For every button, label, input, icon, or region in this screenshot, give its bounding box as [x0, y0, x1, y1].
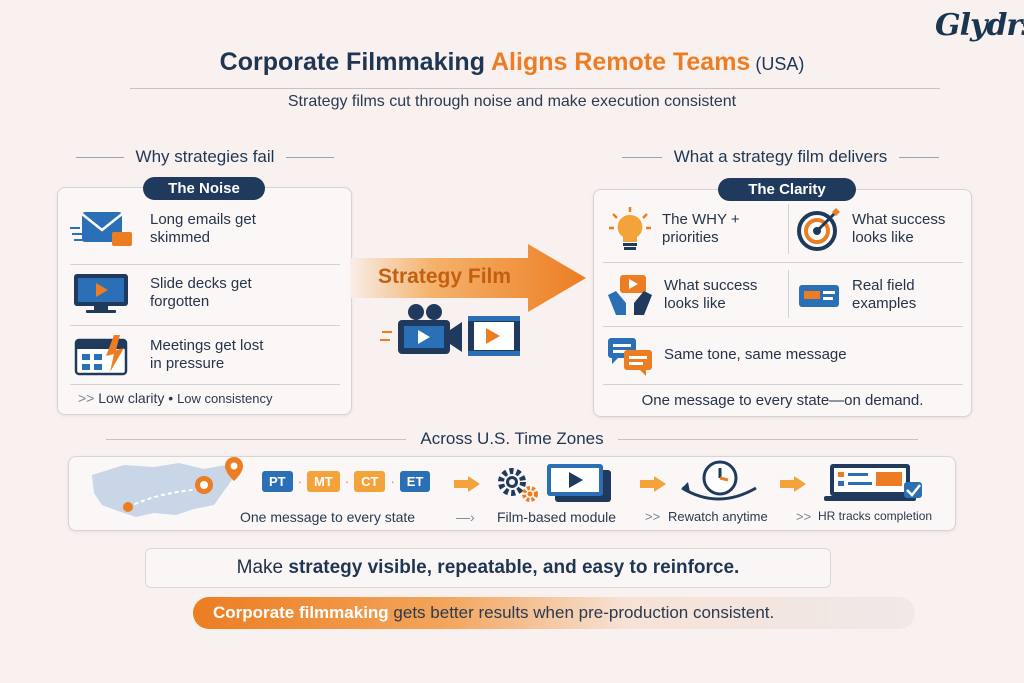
flow-step: HR tracks completion [818, 509, 933, 523]
cell-line: What success [664, 277, 758, 294]
list-item: Meetings get lost in pressure [68, 334, 343, 376]
flow-arrow-icon: —› [456, 509, 475, 525]
divider [70, 325, 340, 326]
clarity-cell: What success looks like [796, 206, 968, 252]
page-title: Corporate Filmmaking Aligns Remote Teams… [0, 48, 1024, 77]
monitor-play-icon [74, 274, 128, 313]
divider [603, 384, 963, 385]
item-line: Slide decks get [150, 275, 252, 292]
title-divider [130, 88, 940, 89]
arrow-label: Strategy Film [378, 265, 512, 288]
hands-video-icon [608, 275, 652, 315]
separator-icon: · [390, 474, 395, 489]
brand-logo: Glydrs [935, 8, 1024, 43]
footer-text: Low clarity [98, 390, 165, 406]
flow-arrow-icon: >> [796, 509, 812, 524]
timezone-chip: MT [306, 471, 340, 492]
gears-icon [498, 468, 538, 502]
item-line: in pressure [150, 355, 225, 372]
item-line: skimmed [150, 229, 211, 246]
separator-icon: · [297, 474, 302, 489]
flow-arrow-icon: >> [645, 509, 661, 524]
timezones-heading: Across U.S. Time Zones [0, 429, 1024, 449]
item-line: Long emails get [150, 211, 256, 228]
video-module-icon [547, 464, 611, 502]
divider [70, 384, 340, 385]
right-section-heading: What a strategy film delivers [588, 147, 973, 167]
tagline-part-1: Make [236, 557, 289, 578]
clarity-cell: Real field examples [796, 273, 968, 317]
divider [788, 270, 789, 318]
timezone-chip: PT [262, 471, 293, 492]
divider [70, 264, 340, 265]
id-card-icon [799, 285, 839, 307]
clarity-cell: The WHY + priorities [608, 206, 786, 252]
cell-line: looks like [852, 229, 914, 246]
email-icon [70, 212, 132, 246]
cell-line: The WHY + [662, 211, 740, 228]
clarity-wide-cell: Same tone, same message [606, 334, 946, 376]
closing-part-2: gets better results when pre-production … [388, 603, 775, 622]
closing-banner: Corporate filmmaking gets better results… [193, 597, 915, 629]
separator-icon: · [344, 474, 350, 489]
divider [603, 326, 963, 327]
calendar-lightning-icon [74, 335, 128, 376]
item-line: forgotten [150, 293, 210, 310]
target-icon [797, 208, 840, 251]
flow-step: One message to every state [240, 509, 416, 525]
cell-line: looks like [664, 295, 726, 312]
item-line: Meetings get lost [150, 337, 264, 354]
clarity-footer: One message to every state—on demand. [641, 392, 924, 409]
divider [603, 262, 963, 263]
tagline-part-2: strategy visible, repeatable, and easy t… [288, 557, 740, 578]
cell-line: priorities [662, 229, 719, 246]
clarity-panel [593, 189, 972, 417]
cell-line: Real field [852, 277, 915, 294]
cell-line: examples [852, 295, 917, 312]
tagline-banner: Make strategy visible, repeatable, and e… [145, 548, 831, 588]
list-item: Slide decks get forgotten [68, 272, 343, 314]
noise-pill: The Noise [143, 177, 265, 200]
title-part-1: Corporate Filmmaking [219, 48, 491, 76]
left-section-heading: Why strategies fail [55, 147, 355, 167]
usa-map-icon [92, 457, 243, 517]
title-part-2: Aligns Remote Teams [491, 48, 751, 76]
footer-text: Low consistency [177, 391, 273, 406]
list-item: Long emails get skimmed [68, 208, 343, 250]
page-subtitle: Strategy films cut through noise and mak… [287, 93, 737, 110]
rewatch-clock-icon [681, 460, 757, 501]
footer-separator: • [168, 390, 174, 406]
timezone-chip: CT [354, 471, 386, 492]
chat-bubbles-icon [608, 338, 652, 376]
arrow-right-icon [780, 476, 806, 492]
title-part-3: (USA) [750, 54, 805, 74]
divider [788, 204, 789, 254]
laptop-checklist-icon [824, 464, 922, 501]
cell-line: What success [852, 211, 946, 228]
arrow-right-icon [640, 476, 666, 492]
arrow-right-icon [454, 476, 480, 492]
lightbulb-icon [609, 207, 651, 250]
timezone-chip: ET [399, 471, 431, 492]
clarity-pill: The Clarity [718, 178, 856, 201]
timezone-chips: PT · MT · CT · ET [262, 471, 431, 492]
big-arrow-icon [350, 244, 586, 312]
flow-step: Rewatch anytime [668, 509, 768, 524]
wide-cell-text: Same tone, same message [664, 346, 847, 363]
chevrons-icon: >> [78, 390, 95, 406]
clarity-cell: What success looks like [606, 273, 786, 317]
film-camera-icon [380, 304, 520, 356]
closing-part-1: Corporate filmmaking [213, 603, 389, 622]
noise-footer: >> Low clarity • Low consistency [78, 390, 272, 406]
flow-step: Film-based module [497, 509, 617, 525]
